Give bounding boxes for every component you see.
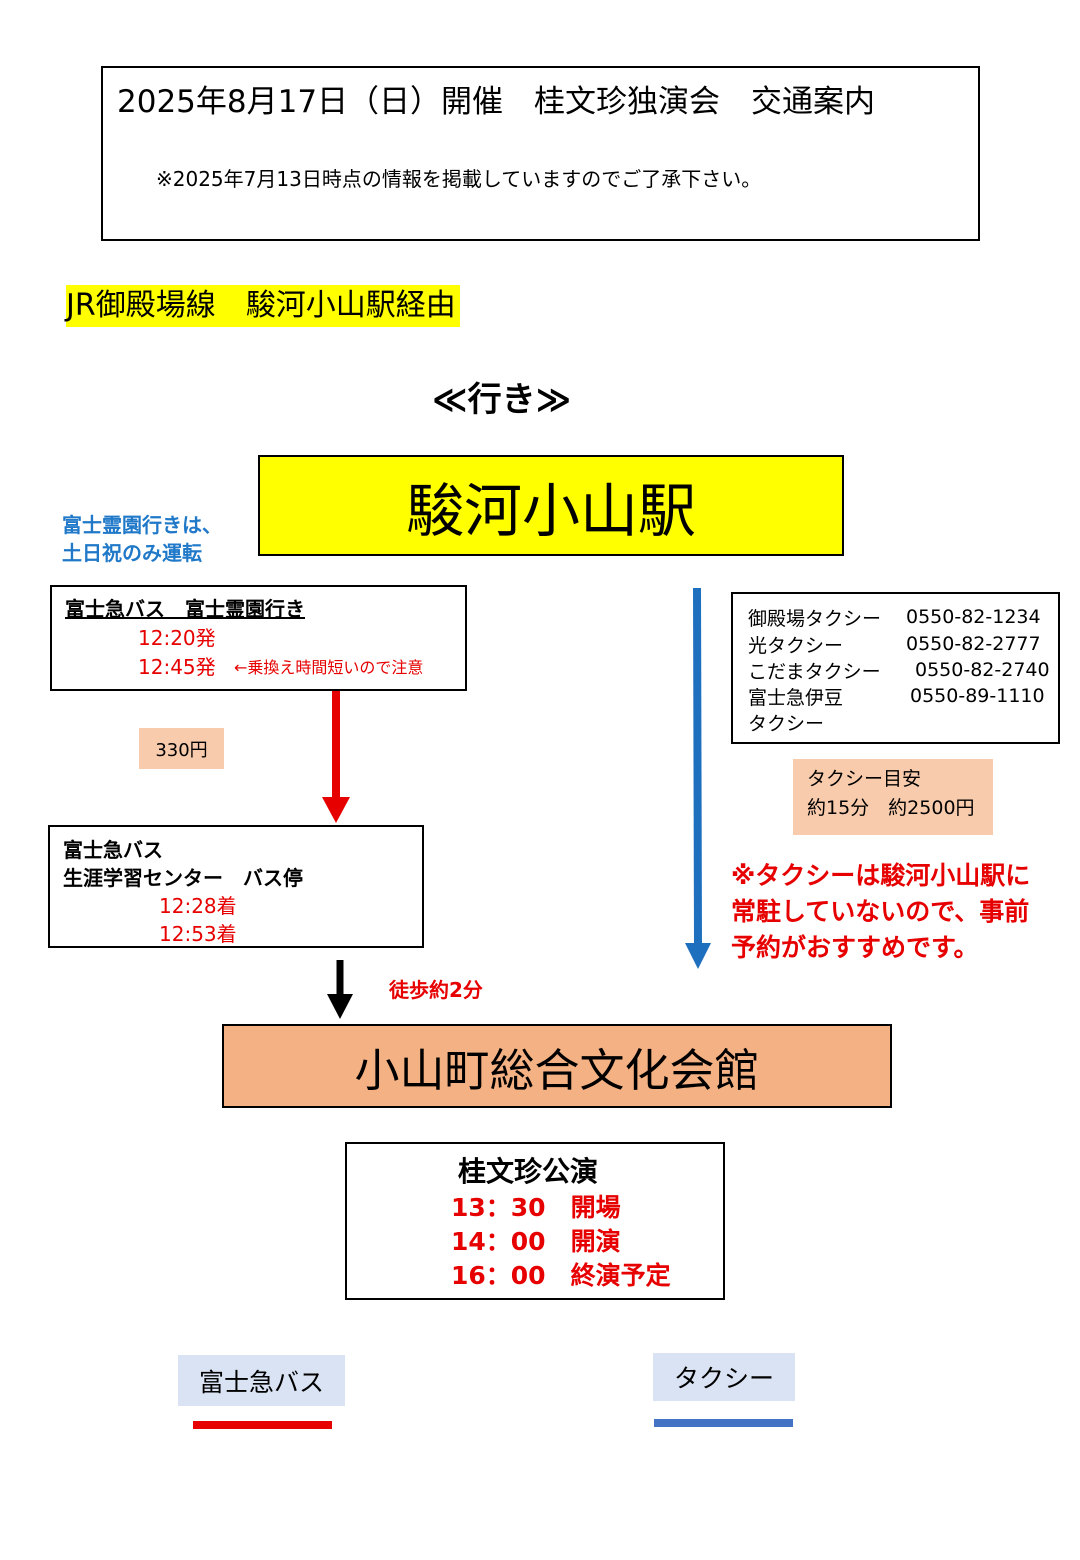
performance-box: 桂文珍公演 13：30 開場 14：00 開演 16：00 終演予定 — [345, 1142, 725, 1300]
taxi-warning-line1: ※タクシーは駿河小山駅に — [731, 861, 1031, 890]
taxi-phone-2: 0550-82-2777 — [906, 633, 1041, 655]
taxi-estimate-line2: 約15分 約2500円 — [807, 797, 975, 819]
fare-value: 330円 — [155, 739, 208, 761]
legend-taxi: タクシー — [653, 1353, 795, 1401]
performance-title: 桂文珍公演 — [458, 1155, 599, 1188]
walk-label: 徒歩約2分 — [389, 978, 483, 1002]
taxi-warning-line2: 常駐していないので、事前 — [731, 897, 1030, 926]
direction-label: ≪行き≫ — [432, 380, 572, 420]
bus-transfer-warning: ←乗換え時間短いので注意 — [234, 658, 424, 677]
legend-bus-label: 富士急バス — [198, 1367, 324, 1397]
venue-box: 小山町総合文化会館 — [222, 1024, 892, 1108]
taxi-name-3: こだまタクシー — [748, 661, 881, 683]
taxi-phone-3: 0550-82-2740 — [915, 659, 1050, 681]
header-note: ※2025年7月13日時点の情報を掲載していますのでご了承下さい。 — [156, 167, 762, 191]
taxi-warning-line3: 予約がおすすめです。 — [731, 933, 979, 962]
taxi-arrow-head — [685, 943, 711, 969]
performance-item-1: 13：30 開場 — [451, 1193, 621, 1222]
bus-stop-line2: 生涯学習センター バス停 — [63, 866, 303, 890]
bus-stop-time-2: 12:53着 — [159, 922, 237, 946]
station-box: 駿河小山駅 — [258, 455, 844, 556]
bus-departure-time-1: 12:20発 — [138, 626, 216, 650]
taxi-warning: ※タクシーは駿河小山駅に 常駐していないので、事前 予約がおすすめです。 — [731, 858, 1030, 966]
header-title: 2025年8月17日（日）開催 桂文珍独演会 交通案内 — [117, 84, 876, 120]
taxi-name-5: タクシー — [748, 713, 825, 735]
legend-bus: 富士急バス — [178, 1355, 345, 1406]
fare-badge: 330円 — [139, 728, 224, 769]
bus-departure-time-2: 12:45発 — [138, 655, 216, 679]
bus-stop-line1: 富士急バス — [63, 838, 163, 862]
taxi-name-1: 御殿場タクシー — [748, 608, 882, 630]
legend-taxi-label: タクシー — [673, 1364, 774, 1393]
bus-note-line1: 富士霊園行きは、 — [62, 513, 222, 537]
bus-note: 富士霊園行きは、 土日祝のみ運転 — [62, 511, 222, 567]
bus-departure-title: 富士急バス 富士霊園行き — [65, 597, 305, 621]
performance-item-3: 16：00 終演予定 — [451, 1261, 671, 1290]
taxi-name-2: 光タクシー — [748, 635, 844, 657]
taxi-phone-1: 0550-82-1234 — [906, 606, 1041, 628]
bus-stop-time-1: 12:28着 — [159, 894, 237, 918]
station-name: 駿河小山駅 — [405, 476, 696, 545]
legend-bus-line — [193, 1421, 332, 1429]
taxi-estimate-line1: タクシー目安 — [807, 768, 922, 790]
taxi-phone-4: 0550-89-1110 — [910, 685, 1045, 707]
performance-item-2: 14：00 開演 — [451, 1227, 621, 1256]
bus-arrow-head — [322, 797, 350, 823]
bus-note-line2: 土日祝のみ運転 — [62, 541, 202, 565]
taxi-list-box: 御殿場タクシー 0550-82-1234 光タクシー 0550-82-2777 … — [731, 592, 1060, 744]
bus-departure-box: 富士急バス 富士霊園行き 12:20発 12:45発 ←乗換え時間短いので注意 — [50, 585, 467, 691]
taxi-arrow-shaft — [693, 587, 702, 946]
venue-name: 小山町総合文化会館 — [354, 1043, 760, 1097]
taxi-name-4: 富士急伊豆 — [748, 687, 844, 709]
header-box: 2025年8月17日（日）開催 桂文珍独演会 交通案内 ※2025年7月13日時… — [101, 66, 980, 241]
taxi-estimate: タクシー目安 約15分 約2500円 — [793, 759, 993, 835]
walk-arrow-head — [327, 994, 353, 1019]
bus-stop-box: 富士急バス 生涯学習センター バス停 12:28着 12:53着 — [48, 825, 424, 948]
route-label: JR御殿場線 駿河小山駅経由 — [66, 285, 460, 327]
legend-taxi-line — [654, 1419, 793, 1427]
